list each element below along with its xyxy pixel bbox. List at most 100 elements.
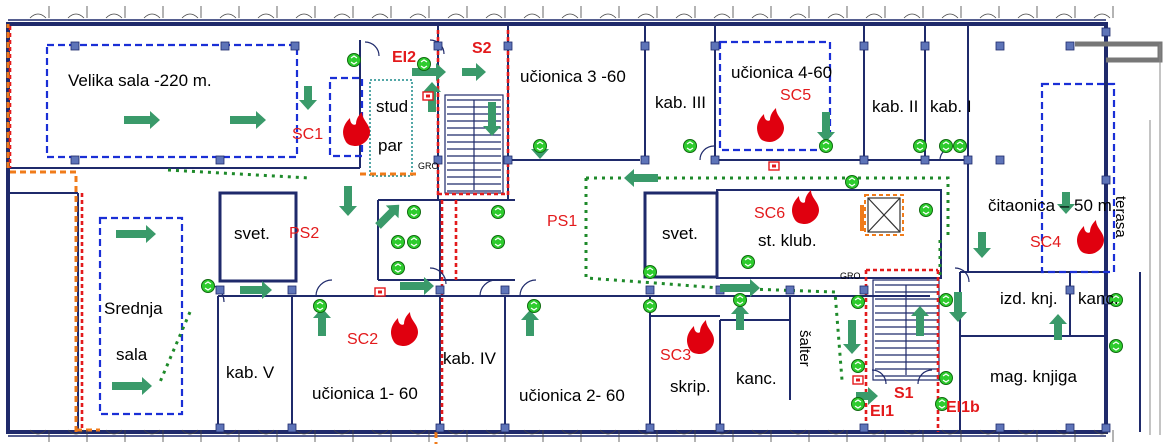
wall-column [220,41,230,51]
exit-sign [391,235,405,249]
exit-sign [953,139,967,153]
fire-icon [687,320,714,354]
room-izd-knj: izd. knj. [1000,289,1058,308]
room-kab-5: kab. V [226,363,275,382]
wall-column [500,285,510,295]
fire-icon [343,112,370,146]
room-srednja-sala-1: Srednja [104,299,163,318]
wall-column [715,423,725,433]
exit-sign [407,205,421,219]
fire-alarm-icon [422,91,434,101]
lift [864,194,904,236]
wall-column [995,423,1005,433]
room-kab-2: kab. II [872,97,919,116]
room-terasa: terasa [1112,196,1129,238]
dimension-marks [29,6,1114,442]
room-srednja-sala-2: sala [116,345,148,364]
wall-column [70,41,80,51]
extinguisher-marks [860,205,864,231]
exit-sign [851,359,865,373]
wall-column [290,41,300,51]
green-routes [158,168,950,383]
wall-column [503,41,513,51]
exit-signs [201,53,1123,411]
marker-sc6: SC6 [754,205,786,222]
exit-sign [1109,339,1123,353]
marker-s2: S2 [472,40,492,57]
wall-column [640,41,650,51]
escape-arrow [856,387,878,405]
fire-alarm-icon [768,161,780,171]
marker-sc4: SC4 [1030,234,1062,251]
escape-arrow [124,111,160,129]
room-par: par [378,136,403,155]
escape-arrow [116,225,156,243]
marker-ei2: EI2 [392,49,417,66]
wall-column [215,423,225,433]
wall-column [287,423,297,433]
wall-column [785,285,795,295]
escape-arrow [1049,314,1067,340]
exit-sign [851,295,865,309]
fire-icon [1077,220,1104,254]
room-ucionica-1: učionica 1- 60 [312,384,418,403]
wall-columns [70,27,1111,433]
wall-column [920,155,930,165]
wall-column [1065,41,1075,51]
exit-sign [347,53,361,67]
orange-lines [6,24,438,444]
room-ucionica-4: učionica 4-60 [731,63,833,82]
exit-sign [533,139,547,153]
exit-sign [201,279,215,293]
wall-column [435,285,445,295]
marker-sc5: SC5 [780,87,812,104]
wall-column [503,155,513,165]
fire-icon [757,108,784,142]
escape-arrow [299,86,317,110]
wall-column [433,155,443,165]
escape-arrow [112,377,152,395]
room-svet-1: svet. [234,224,270,243]
escape-arrow [731,304,749,330]
exit-sign [407,235,421,249]
escape-arrow [400,277,434,295]
wall-column [1101,175,1111,185]
exit-sign [643,299,657,313]
escape-arrow [313,308,331,336]
fire-alarm-icon [374,287,386,297]
room-ucionica-3: učionica 3 -60 [520,67,626,86]
stud-par-zone [369,79,413,177]
exit-sign [391,261,405,275]
room-citaonica: čitaonica – 50 m. [988,196,1117,215]
alarm-boxes [374,91,864,385]
wall-column [645,285,655,295]
wall-column [859,285,869,295]
room-velika-sala: Velika sala -220 m. [68,71,212,90]
marker-ps1: PS1 [547,213,578,230]
room-kab-1: kab. I [930,97,972,116]
exit-sign [741,255,755,269]
wall-column [70,155,80,165]
wall-column [710,41,720,51]
exit-sign [939,371,953,385]
exit-sign [491,235,505,249]
marker-gro-1: GRO [418,161,439,171]
exit-sign [683,139,697,153]
escape-arrow [843,320,861,354]
exit-sign [919,203,933,217]
blue-zones [45,40,1116,416]
marker-ei1b: EI1b [946,399,980,416]
exit-sign [491,205,505,219]
wall-column [287,285,297,295]
escape-arrow [624,169,658,187]
exit-sign [1109,293,1123,307]
room-kanc-2: kanc. [736,369,777,388]
wall-column [859,155,869,165]
room-kanc-1: kanc. [1078,289,1119,308]
escape-arrow [817,112,835,142]
escape-arrow [911,306,929,336]
exit-sign [417,57,431,71]
room-svet-2: svet. [662,224,698,243]
exit-sign [935,397,949,411]
